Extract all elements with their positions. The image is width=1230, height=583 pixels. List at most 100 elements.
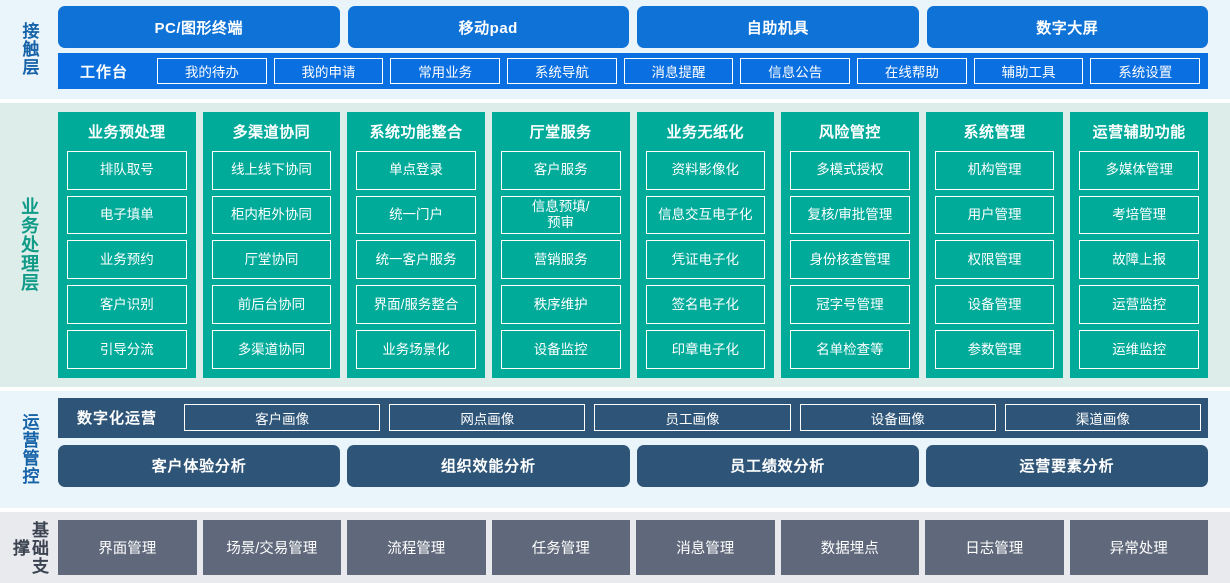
workbench-item-system-nav[interactable]: 系统导航 [507,58,617,84]
contact-layer-body: PC/图形终端 移动pad 自助机具 数字大屏 工作台 我的待办 我的申请 常用… [58,6,1230,93]
workbench-item-message-alert[interactable]: 消息提醒 [623,58,734,84]
portrait-item-customer[interactable]: 客户画像 [184,404,381,432]
channel-card-digital-screen[interactable]: 数字大屏 [926,6,1208,48]
business-item[interactable]: 统一客户服务 [356,240,476,280]
business-item[interactable]: 用户管理 [934,195,1055,235]
business-layer: 业务处理层 业务预处理 排队取号 电子填单 业务预约 客户识别 引导分流 多渠道… [0,102,1230,387]
base-card-data-tracking[interactable]: 数据埋点 [780,520,919,576]
operations-layer: 运营管控 数字化运营 客户画像 网点画像 员工画像 设备画像 渠道画像 客户体验… [0,390,1230,509]
business-item[interactable]: 冠字号管理 [790,285,910,324]
business-item[interactable]: 统一门户 [356,195,476,235]
business-item[interactable]: 厅堂协同 [211,240,332,280]
business-item[interactable]: 多媒体管理 [1079,150,1199,190]
business-item[interactable]: 电子填单 [67,195,187,235]
workbench-title: 工作台 [80,63,129,81]
business-item[interactable]: 身份核查管理 [790,240,910,280]
portrait-item-channel[interactable]: 渠道画像 [1004,404,1202,432]
business-item[interactable]: 名单检查等 [790,329,910,369]
business-item[interactable]: 信息预填/ 预审 [500,195,621,235]
operations-layer-label: 运营管控 [19,413,39,486]
business-item[interactable]: 设备监控 [500,329,621,369]
business-item[interactable]: 柜内柜外协同 [211,195,332,235]
business-item[interactable]: 资料影像化 [645,150,766,190]
base-support-layer: 基础支撑 界面管理 场景/交易管理 流程管理 任务管理 消息管理 数据埋点 日志… [0,512,1230,583]
business-item[interactable]: 界面/服务整合 [356,285,476,324]
business-item[interactable]: 参数管理 [934,329,1055,369]
business-item[interactable]: 前后台协同 [211,285,332,324]
workbench-item-announcement[interactable]: 信息公告 [740,58,851,84]
analysis-card-organization-efficiency[interactable]: 组织效能分析 [347,444,630,487]
base-card-log-management[interactable]: 日志管理 [925,520,1064,576]
analysis-card-row: 客户体验分析 组织效能分析 员工绩效分析 运营要素分析 [58,444,1208,487]
layer-divider-1 [0,98,1230,103]
workbench-item-system-settings[interactable]: 系统设置 [1090,58,1201,84]
workbench-item-online-help[interactable]: 在线帮助 [857,58,967,84]
operations-layer-body: 数字化运营 客户画像 网点画像 员工画像 设备画像 渠道画像 客户体验分析 组织… [58,397,1230,501]
portrait-item-device[interactable]: 设备画像 [799,404,996,432]
business-item[interactable]: 考培管理 [1079,195,1199,235]
business-item[interactable]: 客户识别 [67,285,187,324]
business-item[interactable]: 营销服务 [500,240,621,280]
business-item[interactable]: 运营监控 [1079,285,1199,324]
business-column-title: 多渠道协同 [232,124,311,142]
business-column-title: 业务预处理 [88,124,166,142]
business-column-title: 系统功能整合 [369,124,463,142]
business-item[interactable]: 业务场景化 [356,329,476,369]
analysis-card-employee-performance[interactable]: 员工绩效分析 [636,444,919,487]
contact-layer-label: 接触层 [19,22,39,77]
base-support-layer-body: 界面管理 场景/交易管理 流程管理 任务管理 消息管理 数据埋点 日志管理 异常… [58,520,1230,576]
base-card-exception-handling[interactable]: 异常处理 [1069,520,1208,576]
business-item[interactable]: 印章电子化 [645,329,766,369]
business-column-title: 厅堂服务 [529,124,592,142]
business-column-system-integration: 系统功能整合 单点登录 统一门户 统一客户服务 界面/服务整合 业务场景化 [347,111,485,378]
business-item[interactable]: 排队取号 [67,150,187,190]
business-column-paperless: 业务无纸化 资料影像化 信息交互电子化 凭证电子化 签名电子化 印章电子化 [636,111,775,378]
business-item[interactable]: 信息交互电子化 [645,195,766,235]
business-item[interactable]: 多模式授权 [790,150,910,190]
workbench-item-my-application[interactable]: 我的申请 [273,58,384,84]
business-column-multichannel: 多渠道协同 线上线下协同 柜内柜外协同 厅堂协同 前后台协同 多渠道协同 [202,111,341,378]
digital-operation-bar: 数字化运营 客户画像 网点画像 员工画像 设备画像 渠道画像 [58,397,1208,438]
digital-operation-title: 数字化运营 [77,410,158,428]
business-item[interactable]: 故障上报 [1079,240,1199,280]
business-item[interactable]: 多渠道协同 [211,329,332,369]
business-item[interactable]: 复核/审批管理 [790,195,910,235]
business-layer-body: 业务预处理 排队取号 电子填单 业务预约 客户识别 引导分流 多渠道协同 线上线… [58,103,1230,387]
base-card-message-management[interactable]: 消息管理 [636,520,775,576]
workbench-item-aux-tools[interactable]: 辅助工具 [973,58,1084,84]
business-column-title: 业务无纸化 [666,124,745,142]
base-card-process-management[interactable]: 流程管理 [347,520,486,576]
channel-card-self-service[interactable]: 自助机具 [637,6,919,48]
business-item[interactable]: 设备管理 [934,285,1055,324]
business-item[interactable]: 权限管理 [934,240,1055,280]
business-item[interactable]: 凭证电子化 [645,240,766,280]
base-card-scenario-transaction-management[interactable]: 场景/交易管理 [202,520,341,576]
business-item[interactable]: 线上线下协同 [211,150,332,190]
business-column-lobby-service: 厅堂服务 客户服务 信息预填/ 预审 营销服务 秩序维护 设备监控 [491,111,630,378]
analysis-card-customer-experience[interactable]: 客户体验分析 [58,444,341,487]
base-card-task-management[interactable]: 任务管理 [491,520,630,576]
channel-card-pc[interactable]: PC/图形终端 [58,6,340,48]
business-item[interactable]: 客户服务 [500,150,621,190]
portrait-item-employee[interactable]: 员工画像 [594,404,791,432]
business-item[interactable]: 单点登录 [356,150,476,190]
base-card-ui-management[interactable]: 界面管理 [58,520,197,576]
base-support-layer-label: 基础支撑 [10,520,49,575]
channel-card-mobile-pad[interactable]: 移动pad [347,6,629,48]
business-item[interactable]: 签名电子化 [645,285,766,324]
business-item[interactable]: 秩序维护 [500,285,621,324]
portrait-item-branch[interactable]: 网点画像 [389,404,586,432]
business-column-title: 风险管控 [818,124,881,142]
workbench-item-my-todo[interactable]: 我的待办 [157,58,267,84]
channel-card-row: PC/图形终端 移动pad 自助机具 数字大屏 [58,6,1208,48]
business-column-system-management: 系统管理 机构管理 用户管理 权限管理 设备管理 参数管理 [925,111,1064,378]
workbench-item-common-business[interactable]: 常用业务 [390,58,501,84]
business-item[interactable]: 业务预约 [67,240,187,280]
business-item[interactable]: 机构管理 [934,150,1055,190]
business-column-operation-support: 运营辅助功能 多媒体管理 考培管理 故障上报 运营监控 运维监控 [1070,111,1208,378]
business-item[interactable]: 引导分流 [67,329,187,369]
business-layer-label: 业务处理层 [19,197,40,293]
analysis-card-operation-factor[interactable]: 运营要素分析 [925,444,1208,487]
contact-layer: 接触层 PC/图形终端 移动pad 自助机具 数字大屏 工作台 我的待办 我的申… [0,0,1230,99]
business-item[interactable]: 运维监控 [1079,329,1199,369]
